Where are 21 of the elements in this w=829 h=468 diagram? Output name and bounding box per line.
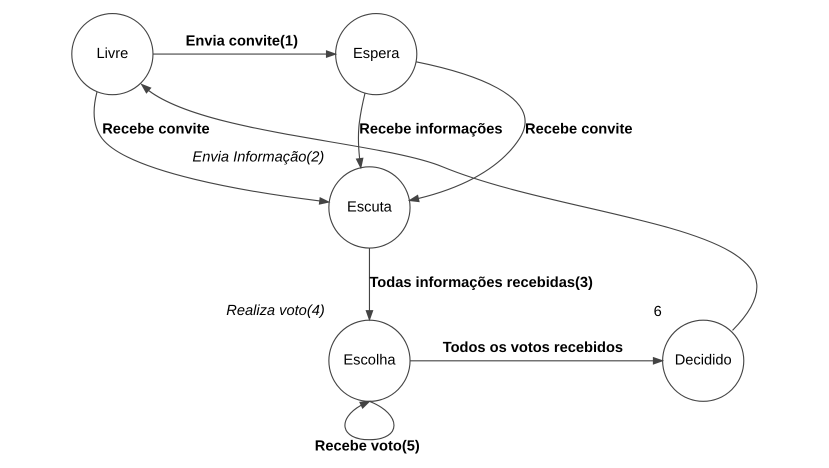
edge-label: Recebe convite xyxy=(525,120,632,137)
arrow xyxy=(140,82,758,330)
node-circle: Espera xyxy=(335,12,418,95)
arrow xyxy=(356,92,366,169)
arrow xyxy=(94,91,330,204)
arrow xyxy=(410,356,664,364)
node-circle: Decidido xyxy=(662,319,744,402)
edge-label: Recebe voto(5) xyxy=(314,438,420,454)
arrow xyxy=(366,248,374,321)
edge-label: Todos os votos recebidos xyxy=(442,340,624,356)
node-label: 6 xyxy=(654,304,662,320)
arrow xyxy=(408,60,526,202)
node-label: Envia Informação(2) xyxy=(192,149,324,166)
arrow xyxy=(344,400,395,440)
edge-label: Recebe informações xyxy=(359,120,503,137)
edge-label: Envia convite(1) xyxy=(186,33,298,50)
node-label: Realiza voto(4) xyxy=(226,302,325,319)
node-circle: Escolha xyxy=(328,319,411,402)
arrow xyxy=(153,50,338,58)
node-circle: Escuta xyxy=(328,166,411,248)
edge-label: Recebe convite xyxy=(102,120,210,137)
